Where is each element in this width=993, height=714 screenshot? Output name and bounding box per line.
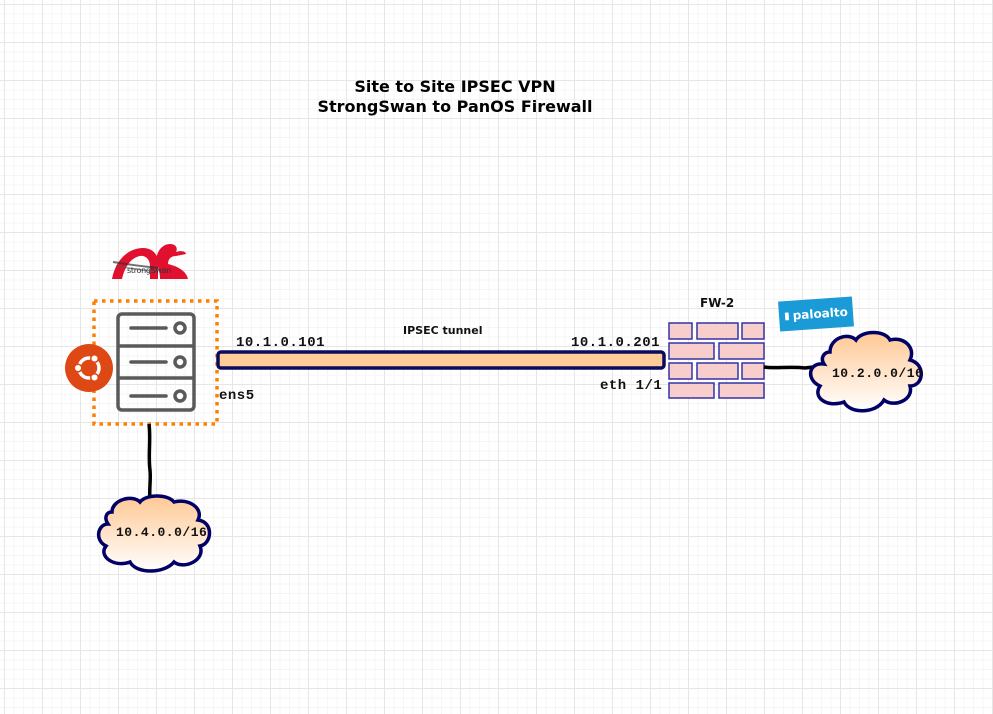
tunnel-label: IPSEC tunnel bbox=[403, 324, 483, 337]
right-interface-label: eth 1/1 bbox=[600, 378, 663, 394]
ubuntu-icon bbox=[65, 344, 113, 392]
left-interface-label: ens5 bbox=[219, 388, 255, 404]
paloalto-logo-text: paloalto bbox=[792, 304, 849, 323]
link-firewall-to-network[interactable] bbox=[763, 364, 823, 370]
right-ip-label: 10.1.0.201 bbox=[571, 335, 661, 351]
paloalto-mark-icon: ▮ bbox=[783, 310, 791, 322]
paloalto-logo: ▮ paloalto bbox=[778, 296, 854, 332]
server-icon bbox=[116, 312, 196, 412]
link-server-to-network[interactable] bbox=[147, 423, 153, 499]
left-ip-label: 10.1.0.101 bbox=[236, 335, 326, 351]
diagram-title-line1: Site to Site IPSEC VPN bbox=[354, 77, 556, 96]
firewall-name-label: FW-2 bbox=[700, 296, 735, 310]
cloud-right[interactable] bbox=[809, 330, 923, 413]
firewall-brick-icon[interactable] bbox=[668, 322, 765, 399]
strongswan-logo-text: strongSwan bbox=[127, 266, 172, 275]
left-network-label: 10.4.0.0/16 bbox=[116, 525, 208, 540]
diagram-title-line2: StrongSwan to PanOS Firewall bbox=[317, 97, 593, 116]
right-network-label: 10.2.0.0/16 bbox=[832, 366, 924, 381]
ipsec-tunnel[interactable] bbox=[216, 350, 666, 370]
cloud-left[interactable] bbox=[96, 494, 212, 573]
strongswan-logo bbox=[112, 244, 188, 279]
